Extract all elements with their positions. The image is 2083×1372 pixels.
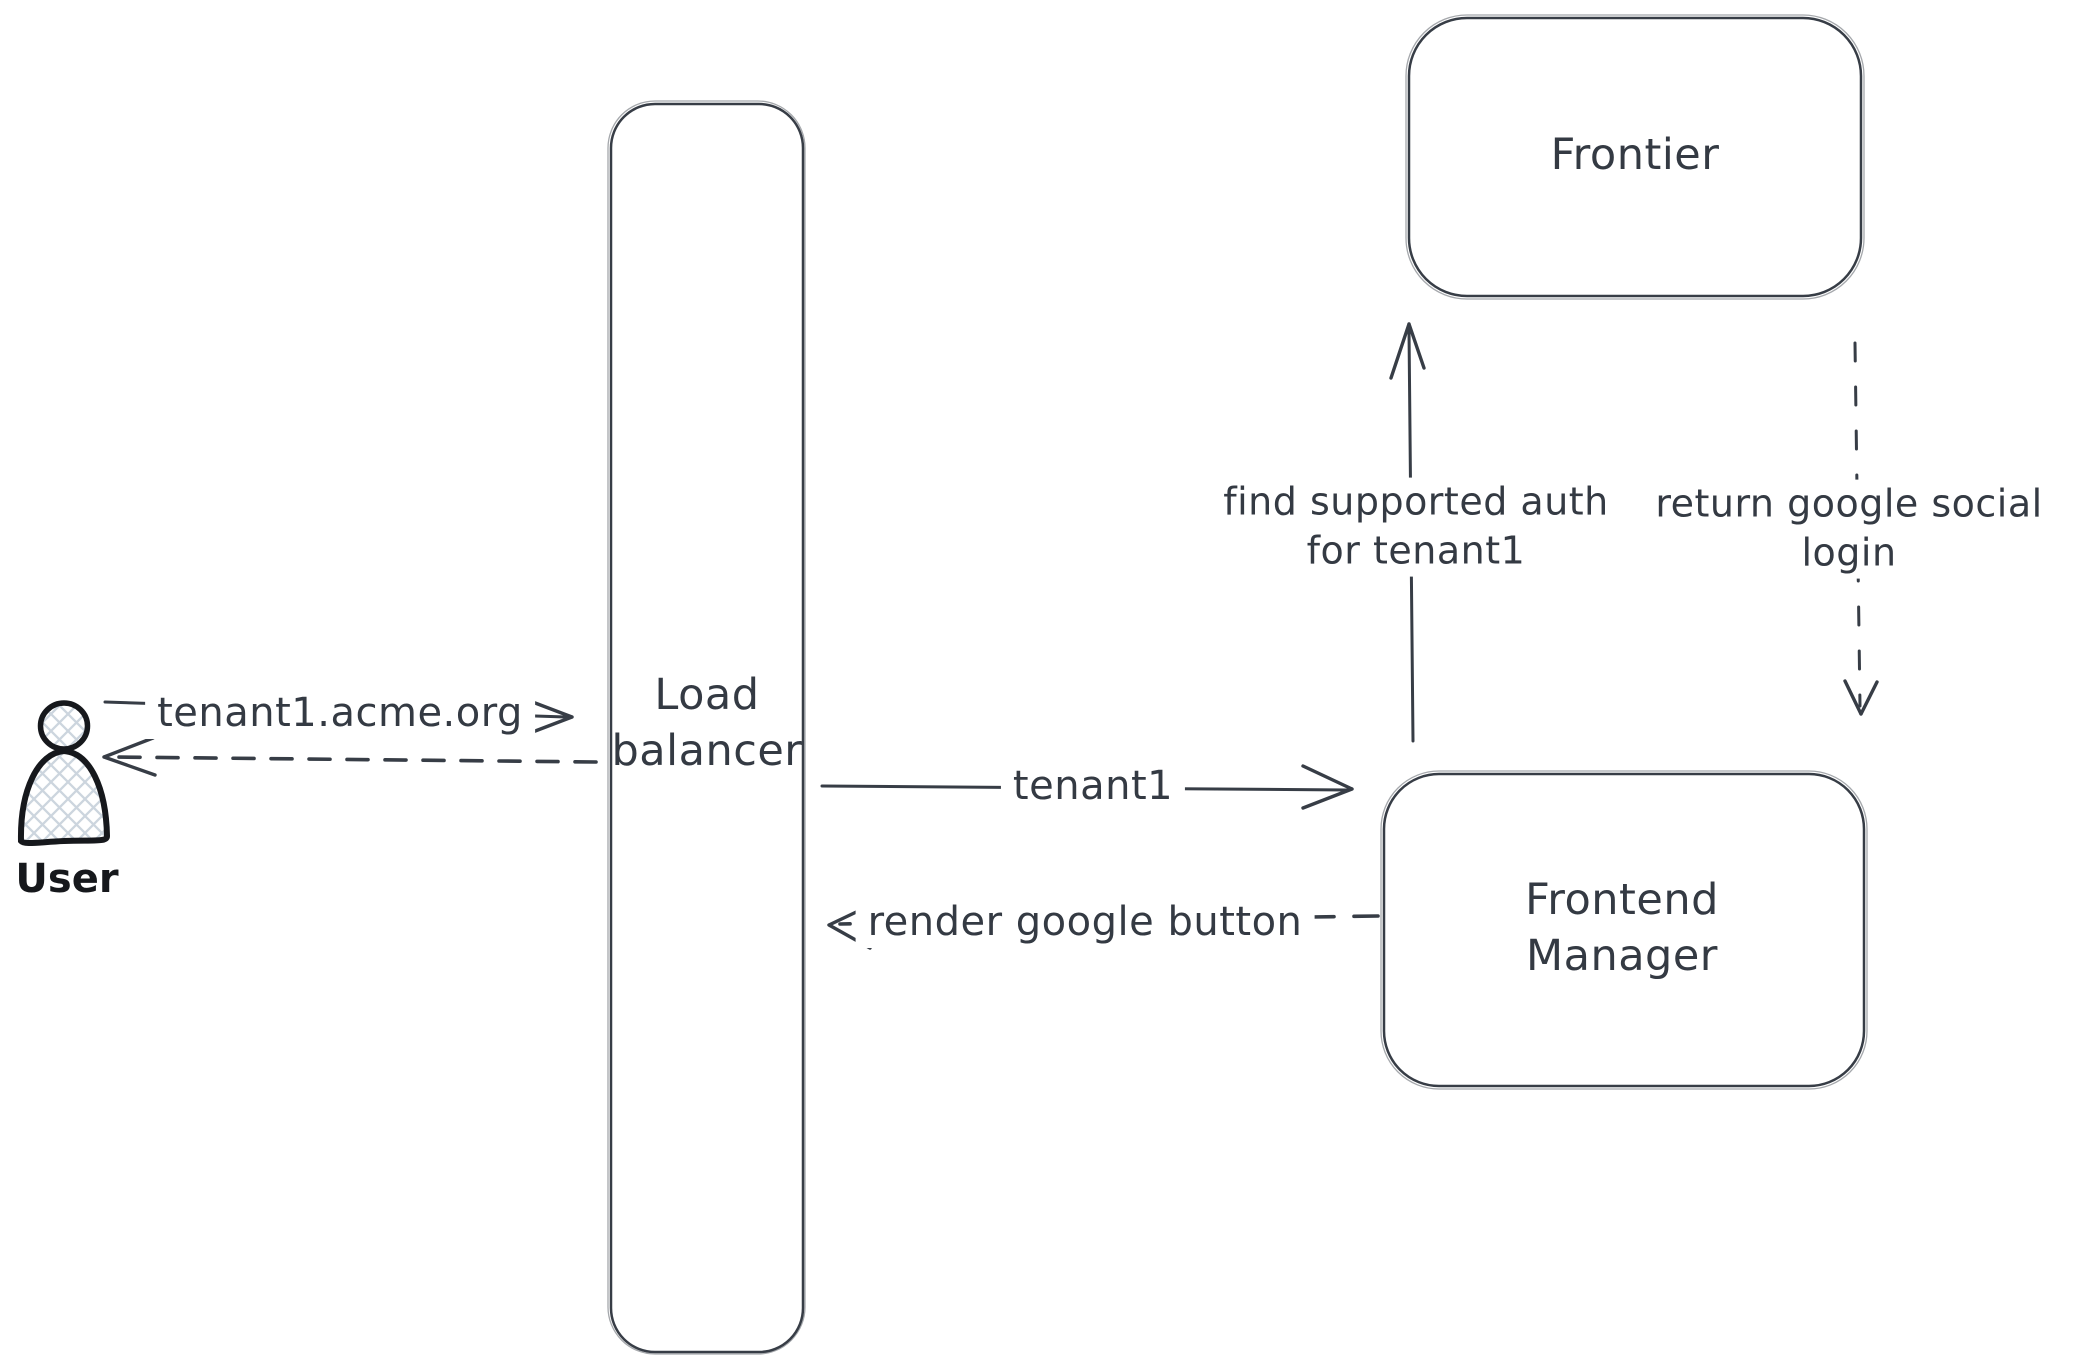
frontier-box-sketch-echo [1405,14,1865,300]
edge-label-tenant1: tenant1 [1000,760,1186,812]
frontend-manager-box [1382,772,1866,1088]
user-label: User [15,856,119,902]
frontend-manager-label: Frontend Manager [1525,875,1719,981]
edge-label-render-google-button: render google button [855,896,1315,948]
load-balancer-box-sketch-echo [607,100,806,1355]
edge-label-return-google-social-login: return google social login [1614,479,2083,579]
edge-label-find-supported-auth: find supported auth for tenant1 [1201,477,1631,577]
edge-label-tenant1-acme-org: tenant1.acme.org [145,687,535,739]
arrowhead-right-load-balancer-to-frontend-manager [1301,764,1354,810]
user-icon [17,700,111,847]
user-head [37,700,91,752]
arrow-load-balancer-to-user [110,755,598,764]
arrowhead-left-load-balancer-to-user [102,736,157,777]
load-balancer-label: Load balancer [611,670,803,776]
arrowhead-down-frontier-to-frontend-manager [1843,679,1879,716]
frontier-box [1407,16,1863,298]
arrowhead-up-frontend-manager-to-frontier [1389,322,1426,380]
frontend-manager-box-sketch-echo [1380,770,1868,1090]
user-body [17,747,111,847]
frontier-label: Frontier [1550,130,1720,181]
load-balancer-box [609,102,805,1354]
